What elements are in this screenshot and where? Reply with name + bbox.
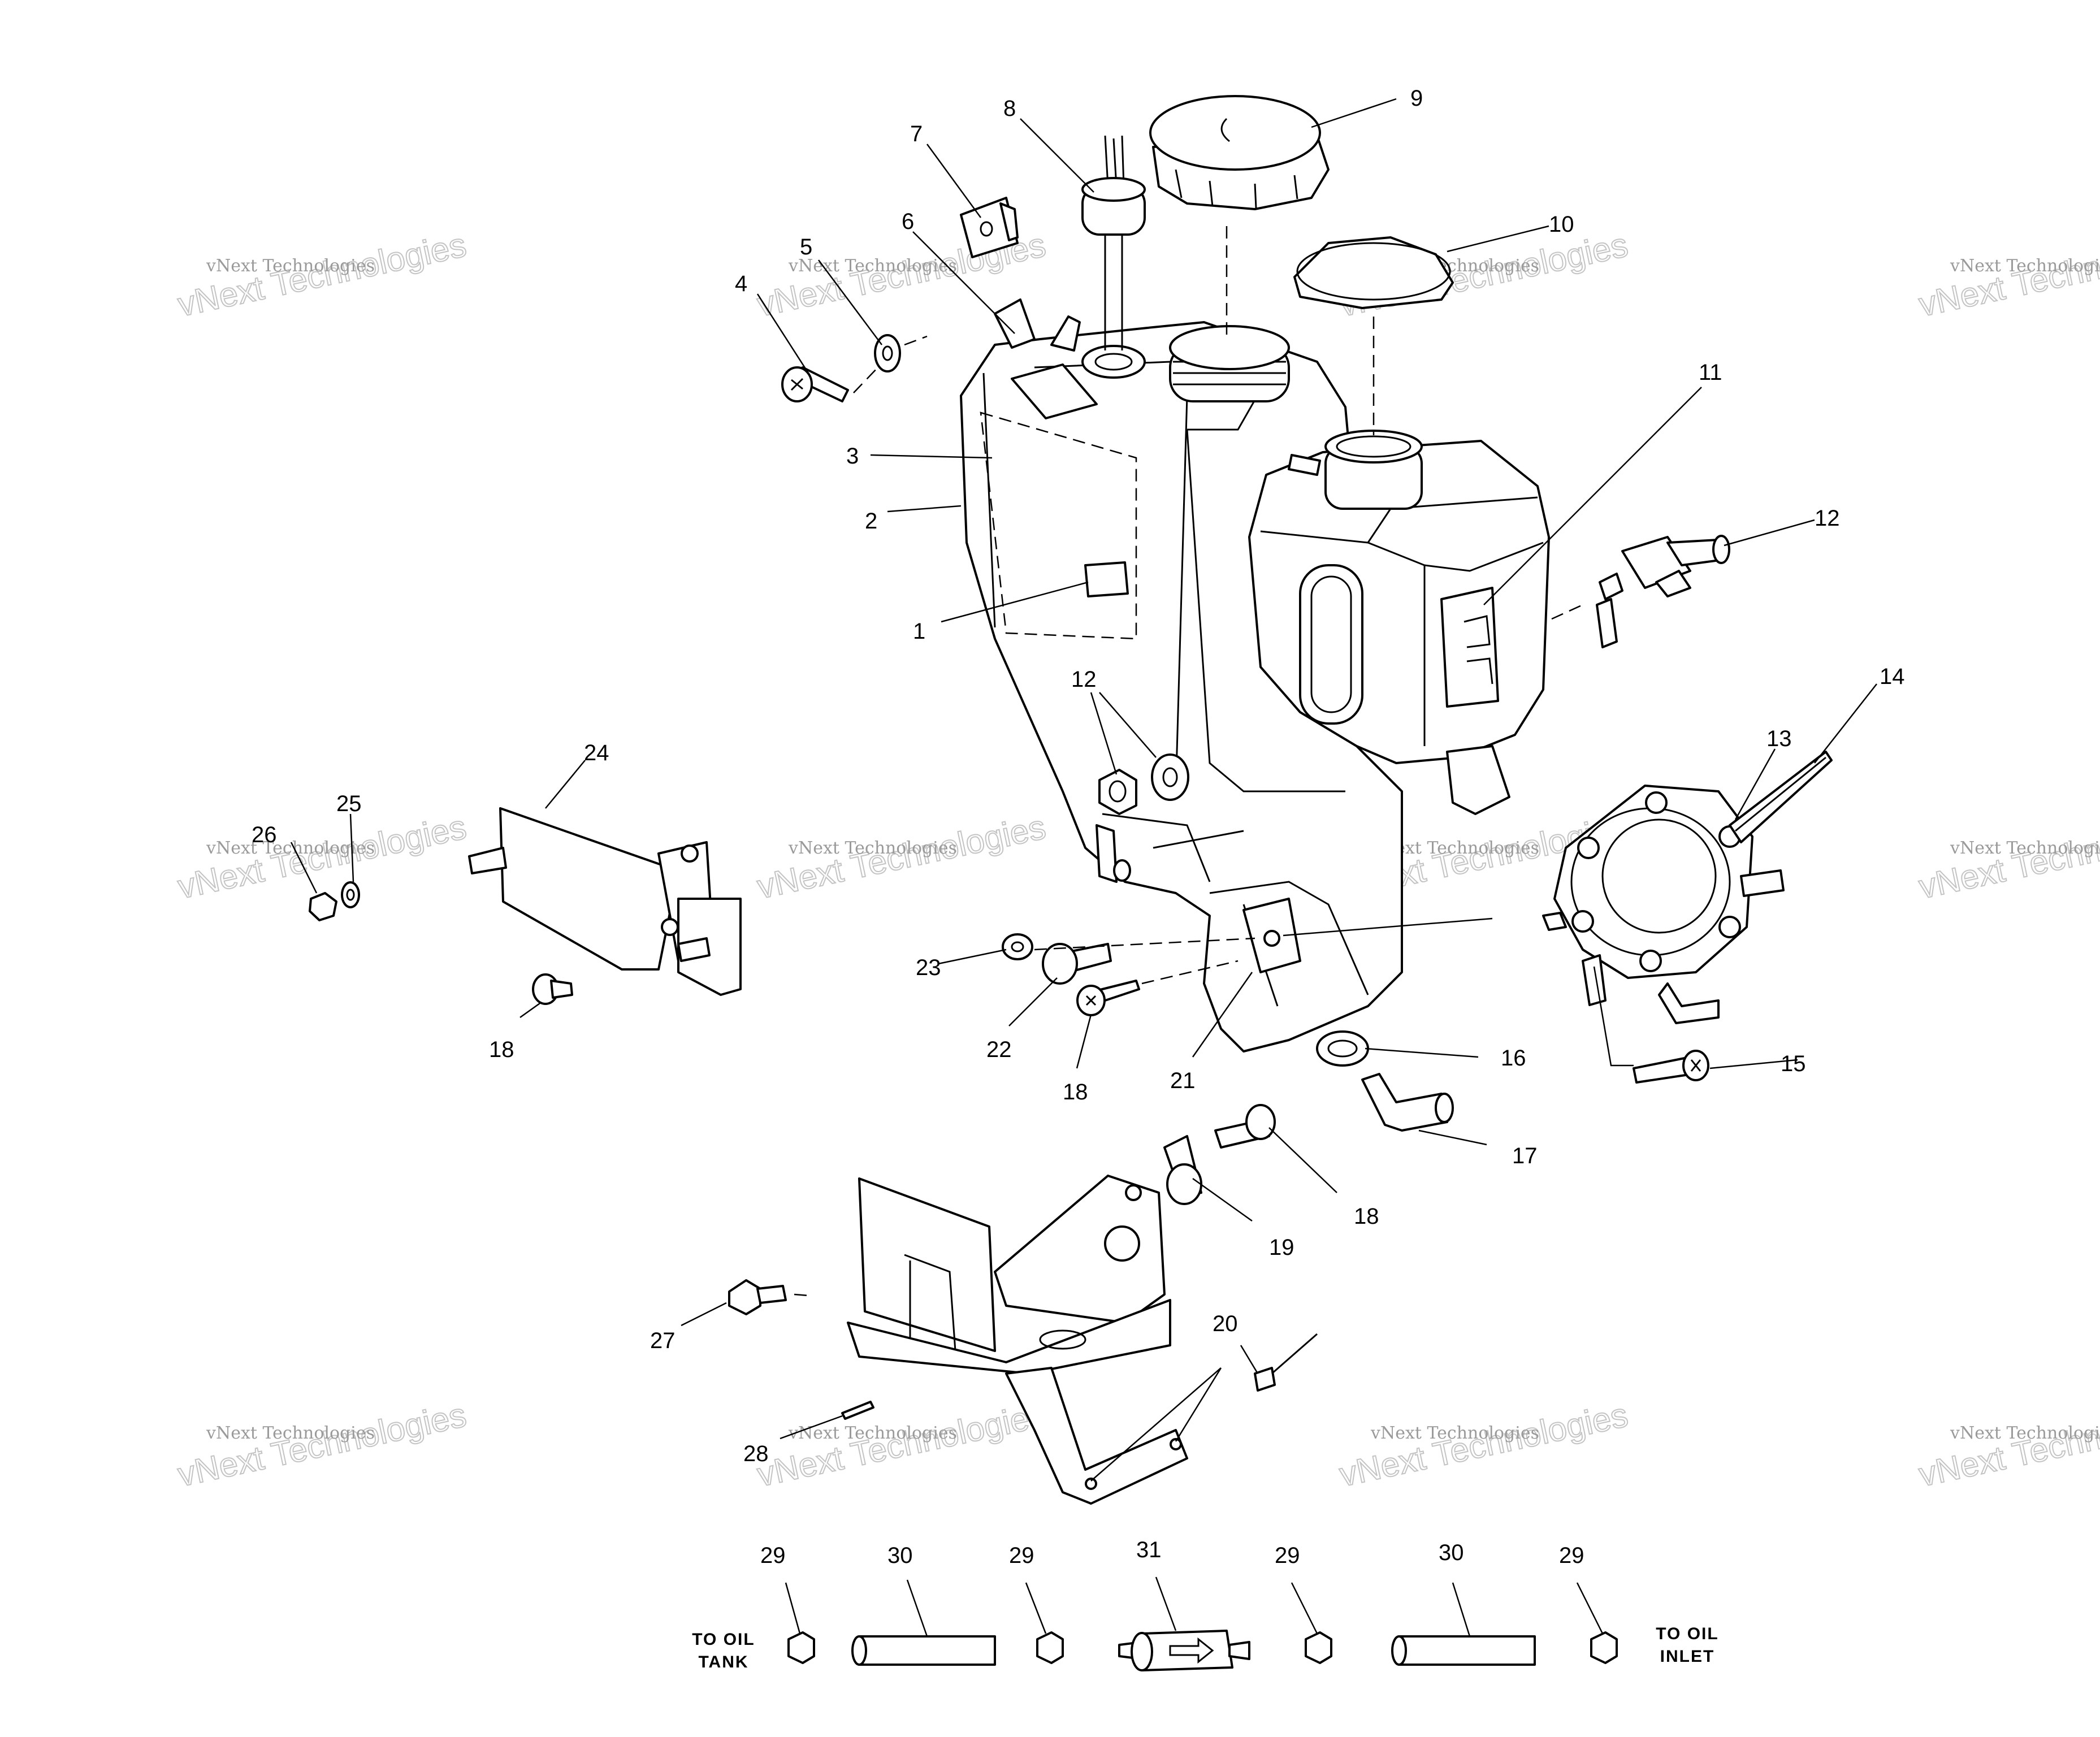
callout-15: 15 bbox=[1781, 1051, 1806, 1076]
watermark-small: vNext Technologies bbox=[788, 256, 957, 276]
nut-washer bbox=[309, 881, 360, 921]
watermark-small: vNext Technologies bbox=[206, 256, 375, 276]
callout-30-left: 30 bbox=[887, 1543, 913, 1568]
callout-24: 24 bbox=[584, 740, 609, 765]
callout-19: 19 bbox=[1269, 1235, 1294, 1260]
callout-21: 21 bbox=[1170, 1068, 1196, 1093]
watermark-big: vNext Technologies bbox=[175, 1396, 470, 1493]
callout-14: 14 bbox=[1880, 664, 1905, 689]
note-to-oil-tank-line2: TANK bbox=[698, 1653, 748, 1671]
callout-2: 2 bbox=[865, 509, 877, 534]
watermark-small: vNext Technologies bbox=[788, 838, 957, 858]
fuel-pump bbox=[1542, 751, 1833, 1024]
callout-1: 1 bbox=[913, 619, 925, 644]
callout-11: 11 bbox=[1699, 360, 1722, 385]
fuel-line-row bbox=[787, 1630, 1618, 1671]
watermark-small: vNext Technologies bbox=[1950, 1423, 2100, 1443]
watermark-small: vNext Technologies bbox=[1950, 838, 2100, 858]
callout-29-2: 29 bbox=[1009, 1543, 1034, 1568]
watermark-small: vNext Technologies bbox=[206, 838, 375, 858]
grommet-elbow bbox=[1316, 1030, 1454, 1132]
callout-16: 16 bbox=[1501, 1046, 1526, 1071]
screw-15 bbox=[1633, 1050, 1709, 1084]
watermark-small: vNext Technologies bbox=[1950, 256, 2100, 276]
watermark-big: vNext Technologies bbox=[754, 1396, 1049, 1493]
hose-clamp bbox=[787, 1631, 815, 1664]
hardware-center bbox=[1002, 753, 1493, 1016]
callout-12-nut: 12 bbox=[1071, 667, 1097, 692]
fuel-sender bbox=[1081, 135, 1146, 350]
callout-26: 26 bbox=[252, 822, 277, 847]
watermark-big: vNext Technologies bbox=[1336, 1396, 1631, 1493]
hose-clamp bbox=[1305, 1631, 1332, 1664]
callout-29-1: 29 bbox=[760, 1543, 786, 1568]
callout-7: 7 bbox=[910, 122, 923, 146]
callout-18-lower: 18 bbox=[1354, 1204, 1379, 1229]
callout-18-center: 18 bbox=[1063, 1080, 1088, 1104]
screw-27 bbox=[728, 1279, 809, 1315]
callout-17: 17 bbox=[1512, 1143, 1538, 1168]
fuel-hose bbox=[1398, 1635, 1536, 1666]
callouts: 1 2 3 4 5 6 7 8 9 10 11 12 12 13 14 15 1… bbox=[252, 86, 1905, 1568]
note-to-oil-tank-line1: TO OIL bbox=[692, 1630, 755, 1649]
callout-27: 27 bbox=[650, 1328, 676, 1353]
callout-18-left: 18 bbox=[489, 1037, 514, 1062]
fuel-valve bbox=[1551, 535, 1730, 648]
note-to-oil-inlet-line2: INLET bbox=[1660, 1647, 1715, 1666]
watermark-small: vNext Technologies bbox=[1370, 1423, 1539, 1443]
callout-28: 28 bbox=[743, 1441, 769, 1466]
callout-13: 13 bbox=[1766, 726, 1792, 751]
callout-8: 8 bbox=[1003, 96, 1016, 121]
callout-9: 9 bbox=[1410, 86, 1423, 111]
callout-31: 31 bbox=[1136, 1537, 1162, 1562]
note-to-oil-inlet-line1: TO OIL bbox=[1656, 1625, 1718, 1643]
fuel-cap bbox=[1149, 95, 1330, 339]
callout-29-4: 29 bbox=[1559, 1543, 1584, 1568]
leader-lines bbox=[290, 98, 1877, 1637]
hardware-top-left bbox=[781, 197, 1036, 402]
rivet-20 bbox=[1254, 1333, 1318, 1392]
callout-23: 23 bbox=[916, 955, 941, 980]
watermark-small: vNext Technologies bbox=[788, 1423, 957, 1443]
fuel-filter bbox=[1118, 1630, 1250, 1671]
callout-12-valve: 12 bbox=[1815, 506, 1840, 531]
hose-clamp bbox=[1590, 1631, 1618, 1664]
hardware-lower bbox=[1163, 1104, 1276, 1205]
routing-notes: TO OIL TANK TO OIL INLET bbox=[692, 1625, 1718, 1671]
callout-30-right: 30 bbox=[1439, 1540, 1464, 1565]
callout-6: 6 bbox=[902, 209, 914, 234]
callout-3: 3 bbox=[846, 444, 859, 469]
oil-cap bbox=[1293, 236, 1454, 435]
callout-10: 10 bbox=[1549, 212, 1574, 237]
callout-29-3: 29 bbox=[1275, 1543, 1300, 1568]
watermark-small: vNext Technologies bbox=[206, 1423, 375, 1443]
watermark-big: vNext Technologies bbox=[1916, 1396, 2100, 1493]
fuel-hose bbox=[858, 1635, 996, 1666]
screw-left bbox=[532, 973, 573, 1005]
callout-22: 22 bbox=[986, 1037, 1012, 1062]
hose-clamp bbox=[1036, 1631, 1064, 1664]
mounting-bracket bbox=[468, 807, 742, 996]
oil-reservoir bbox=[1248, 430, 1550, 815]
base-bracket bbox=[841, 1175, 1188, 1505]
callout-5: 5 bbox=[800, 235, 812, 259]
callout-4: 4 bbox=[735, 271, 747, 296]
callout-20: 20 bbox=[1213, 1311, 1238, 1336]
callout-25: 25 bbox=[336, 791, 362, 816]
